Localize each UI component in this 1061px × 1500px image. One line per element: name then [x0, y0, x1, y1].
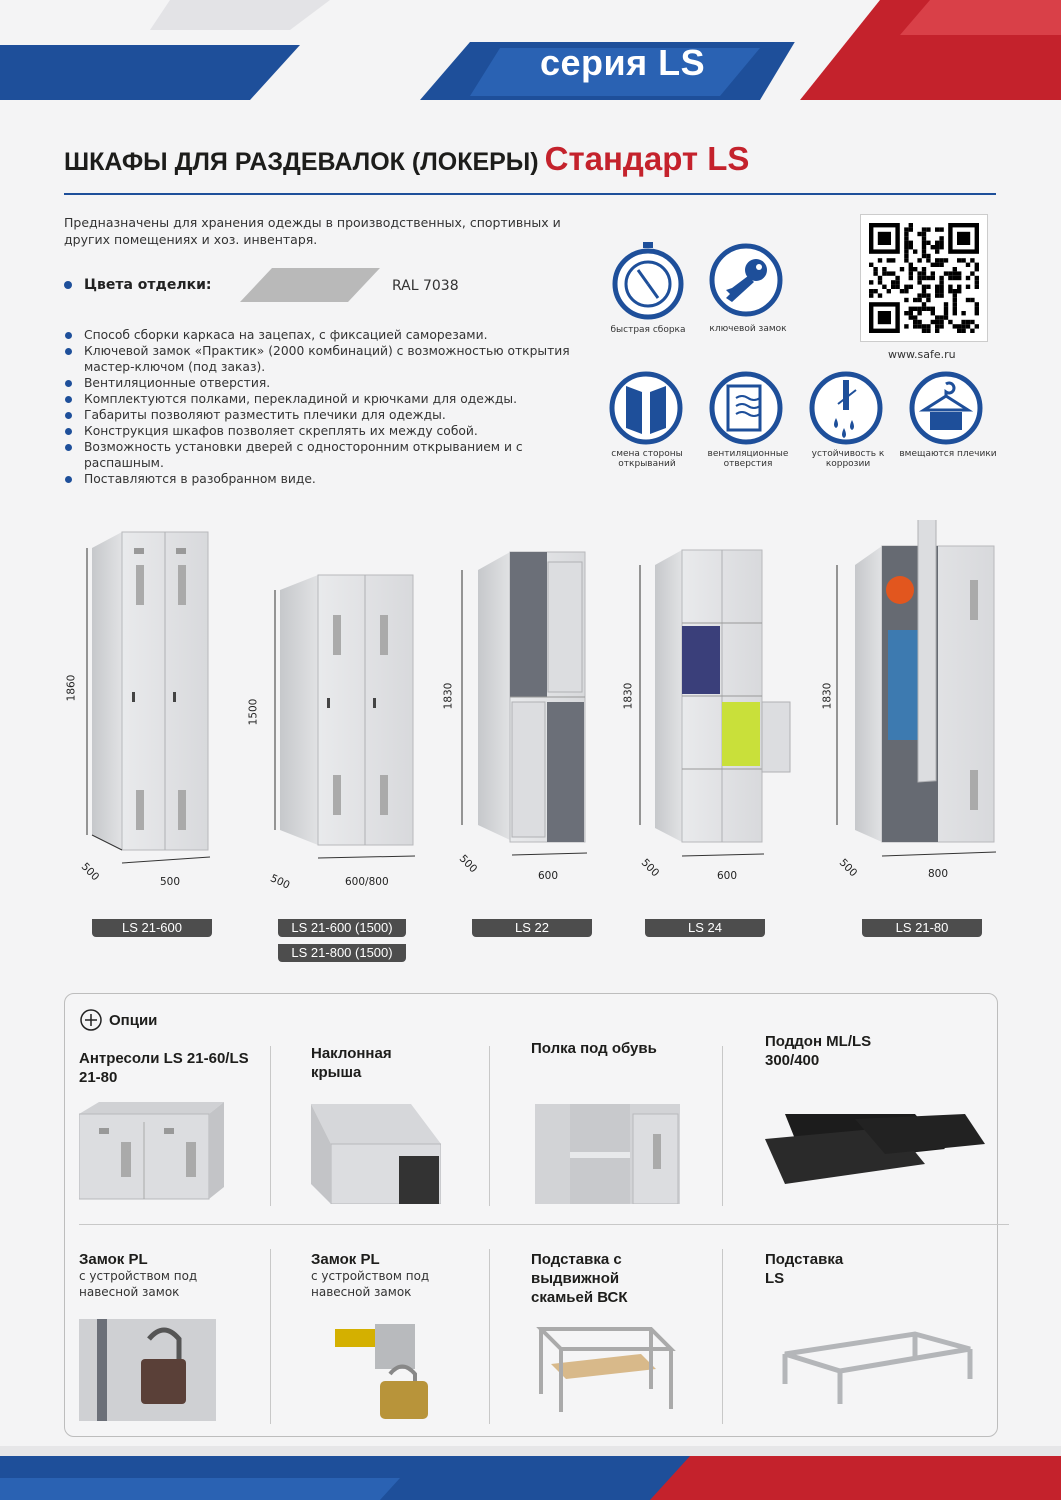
- dim-height: 1830: [821, 682, 834, 710]
- option-title: Поддон ML/LS 300/400: [765, 1033, 872, 1069]
- option-title: Подставка LS: [765, 1251, 844, 1287]
- option-title: Замок PL: [79, 1251, 148, 1268]
- header-band: серия LS: [0, 0, 1061, 110]
- series-label: серия LS: [540, 42, 706, 83]
- option-image-stand: [782, 1331, 973, 1404]
- option-image-lock-pl: [79, 1319, 216, 1421]
- dim-height: 1500: [247, 698, 260, 726]
- locker-ls21-1500: [280, 574, 414, 846]
- option-title: Антресоли LS 21-60/LS 21-80: [79, 1050, 249, 1086]
- divider: [722, 1249, 723, 1424]
- divider: [79, 1224, 1009, 1225]
- options-heading: Опции: [109, 1012, 158, 1029]
- model-label: LS 24: [645, 919, 765, 937]
- feature-item: Габариты позволяют разместить плечики дл…: [64, 407, 594, 423]
- dim-width: 600: [717, 870, 738, 882]
- options-panel: Опции Антресоли LS 21-60/LS 21-80 Наклон…: [64, 993, 1009, 1437]
- dim-height: 1860: [65, 674, 78, 702]
- icon-caption-corrosion: устойчивость к коррозии: [811, 449, 885, 469]
- intro-text: Предназначены для хранения одежды в прои…: [64, 215, 561, 247]
- hanger-icon: [909, 371, 983, 445]
- option-title: Замок PL: [311, 1251, 380, 1268]
- qr-code[interactable]: [860, 214, 988, 342]
- corrosion-icon: [809, 371, 883, 445]
- ral-value: RAL 7038: [392, 278, 459, 294]
- footer-decoration: [0, 1446, 1061, 1500]
- plus-circle-icon: [80, 1009, 102, 1031]
- option-title: Полка под обувь: [531, 1040, 657, 1057]
- features-list: Способ сборки каркаса на зацепах, с фикс…: [64, 327, 594, 487]
- locker-ls22: [478, 551, 586, 843]
- model-label: LS 21-80: [862, 919, 982, 937]
- divider: [270, 1046, 271, 1206]
- divider: [722, 1046, 723, 1206]
- title-divider: [64, 193, 996, 195]
- feature-item: Возможность установки дверей с односторо…: [64, 439, 594, 471]
- dim-width: 500: [160, 876, 181, 888]
- doors-swap-icon: [609, 371, 683, 445]
- model-label: LS 21-600 (1500): [278, 919, 406, 937]
- divider: [270, 1249, 271, 1424]
- model-label: LS 21-800 (1500): [278, 944, 406, 962]
- option-image-shoe-shelf: [535, 1104, 680, 1204]
- icon-caption-quick: быстрая сборка: [610, 325, 686, 335]
- icon-caption-key: ключевой замок: [709, 324, 787, 334]
- dim-width: 800: [928, 868, 949, 880]
- icon-caption-vent: вентиляционные отверстия: [707, 449, 789, 469]
- locker-ls21-80: [855, 520, 995, 843]
- key-icon: [709, 243, 783, 317]
- colors-label: Цвета отделки:: [84, 277, 212, 293]
- dim-height: 1830: [622, 682, 635, 710]
- website-url[interactable]: www.safe.ru: [888, 348, 956, 361]
- bullet: [64, 281, 72, 289]
- option-subtitle: с устройством под навесной замок: [79, 1269, 198, 1299]
- option-image-antresol: [79, 1102, 224, 1200]
- feature-item: Способ сборки каркаса на зацепах, с фикс…: [64, 327, 594, 343]
- locker-ls24: [655, 549, 791, 843]
- color-swatch: [240, 268, 380, 302]
- qr-code-graphic: [869, 223, 979, 333]
- option-title: Подставка с выдвижной скамьей ВСК: [531, 1251, 628, 1306]
- title-accent: Стандарт LS: [544, 140, 750, 177]
- products-illustrations: [86, 520, 997, 864]
- colors-row: Цвета отделки:: [64, 277, 211, 293]
- icon-caption-doors: смена стороны открываний: [611, 449, 683, 469]
- option-image-tray: [765, 1114, 985, 1184]
- dim-height: 1830: [442, 682, 455, 710]
- feature-item: Комплектуются полками, перекладиной и кр…: [64, 391, 594, 407]
- option-title: Наклонная крыша: [311, 1045, 392, 1081]
- stopwatch-icon: [612, 242, 684, 320]
- ventilation-icon: [709, 371, 783, 445]
- model-label: LS 21-600: [92, 919, 212, 937]
- feature-item: Конструкция шкафов позволяет скреплять и…: [64, 423, 594, 439]
- footer-band: [0, 1438, 1061, 1500]
- option-image-roof: [311, 1104, 441, 1204]
- option-image-bench-stand: [536, 1327, 676, 1412]
- header-decoration: [0, 0, 1061, 100]
- feature-item: Вентиляционные отверстия.: [64, 375, 594, 391]
- feature-item: Ключевой замок «Практик» (2000 комбинаци…: [64, 343, 594, 375]
- title-main: ШКАФЫ ДЛЯ РАЗДЕВАЛОК (ЛОКЕРЫ): [64, 148, 539, 176]
- option-subtitle: с устройством под навесной замок: [311, 1269, 430, 1299]
- feature-item: Поставляются в разобранном виде.: [64, 471, 594, 487]
- dim-width: 600: [538, 870, 559, 882]
- icon-caption-hanger: вмещаются плечики: [899, 449, 997, 459]
- model-label: LS 22: [472, 919, 592, 937]
- dimension-lines: [86, 548, 997, 864]
- dim-width: 600/800: [345, 876, 389, 888]
- divider: [489, 1046, 490, 1206]
- locker-ls21-600: [91, 531, 209, 851]
- divider: [489, 1249, 490, 1424]
- page-title: ШКАФЫ ДЛЯ РАЗДЕВАЛОК (ЛОКЕРЫ)Стандарт LS: [64, 140, 749, 178]
- option-image-lock-pl-2: [335, 1324, 428, 1419]
